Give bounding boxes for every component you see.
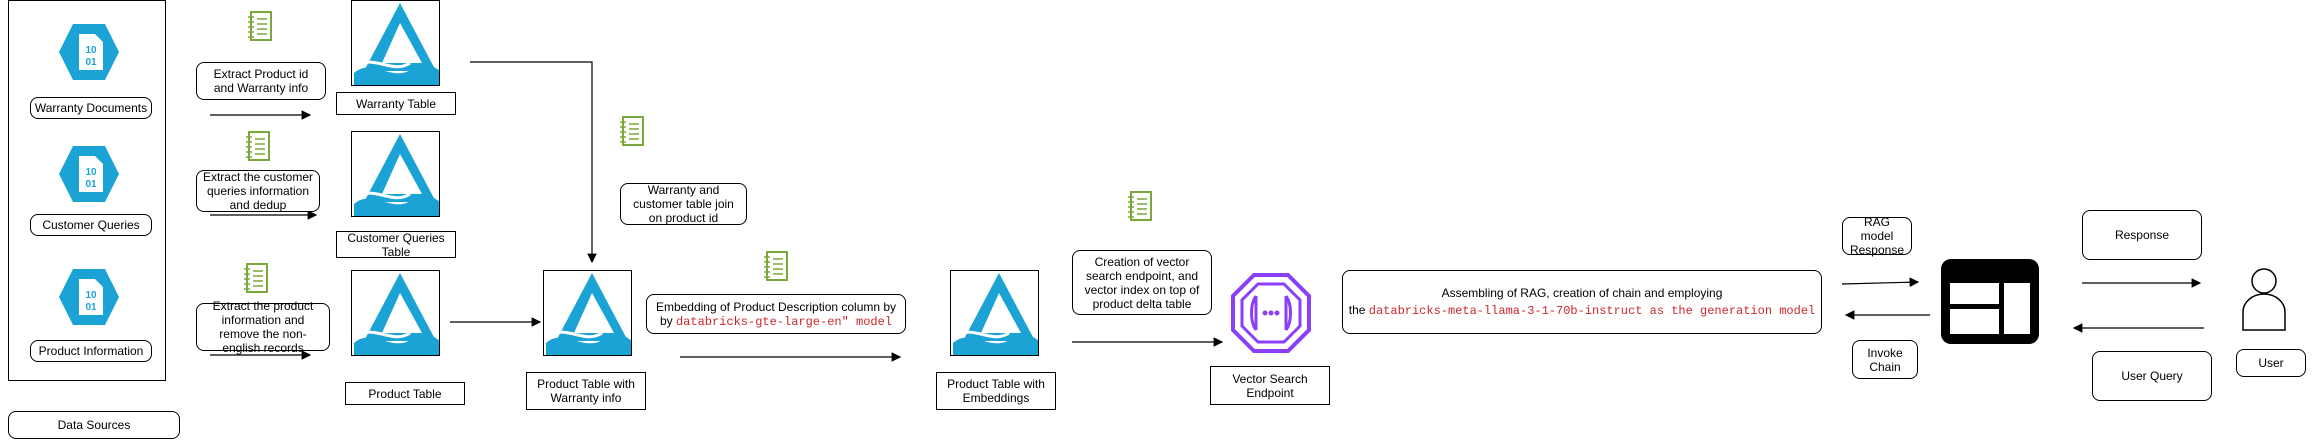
rag-text: Assembling of RAG, creation of chain and…	[1441, 286, 1723, 300]
step-rag-assembly: Assembling of RAG, creation of chain and…	[1342, 270, 1822, 334]
step-join: Warranty and customer table join on prod…	[620, 183, 747, 225]
svg-text:10: 10	[85, 290, 97, 301]
invoke-chain-label: Invoke Chain	[1852, 340, 1918, 379]
svg-text:01: 01	[85, 179, 97, 190]
source-customer-queries: Customer Queries	[30, 214, 152, 236]
customer-queries-table-label: Customer Queries Table	[336, 231, 456, 259]
vector-endpoint-icon	[1231, 273, 1311, 353]
data-file-icon: 10 01	[59, 269, 119, 325]
warranty-table-label: Warranty Table	[336, 92, 456, 115]
app-window-icon	[1941, 259, 2039, 344]
delta-table-icon	[543, 270, 632, 356]
rag-model-name: databricks-meta-llama-3-1-70b-instruct a…	[1368, 304, 1816, 318]
delta-table-icon	[351, 0, 440, 86]
user-query-label: User Query	[2092, 351, 2212, 401]
step-vector-index: Creation of vector search endpoint, and …	[1072, 250, 1212, 315]
step-extract-product: Extract the product information and remo…	[196, 299, 330, 355]
step-extract-warranty: Extract Product id and Warranty info	[196, 62, 326, 100]
user-label: User	[2236, 349, 2306, 377]
embedding-model-line: by databricks-gte-large-en" model	[659, 313, 893, 329]
delta-table-icon	[950, 270, 1039, 356]
delta-table-icon	[351, 131, 440, 217]
rag-model-line: the databricks-meta-llama-3-1-70b-instru…	[1349, 303, 1816, 318]
product-warranty-table-label: Product Table with Warranty info	[526, 372, 646, 410]
user-icon	[2242, 268, 2286, 331]
vector-endpoint-label: Vector Search Endpoint	[1210, 366, 1330, 405]
svg-text:10: 10	[85, 45, 97, 56]
source-product-information: Product Information	[30, 340, 152, 362]
svg-text:01: 01	[85, 302, 97, 313]
data-sources-label: Data Sources	[8, 411, 180, 439]
notebook-icon	[244, 263, 268, 293]
notebook-icon	[620, 116, 644, 146]
delta-table-icon	[351, 270, 440, 356]
svg-text:10: 10	[85, 167, 97, 178]
svg-text:01: 01	[85, 57, 97, 68]
arrow-warranty-to-join	[470, 61, 597, 264]
rag-model-prefix: the	[1348, 303, 1366, 317]
data-file-icon: 10 01	[59, 24, 119, 80]
rag-response-label: RAG model Response	[1842, 215, 1912, 257]
notebook-icon	[764, 251, 788, 281]
notebook-icon	[1128, 191, 1152, 221]
notebook-icon	[246, 131, 270, 161]
notebook-icon	[248, 11, 272, 41]
data-file-icon: 10 01	[59, 146, 119, 202]
step-extract-customer: Extract the customer queries information…	[196, 170, 320, 212]
product-table-label: Product Table	[345, 382, 465, 405]
step-embedding: Embedding of Product Description column …	[646, 294, 906, 334]
data-sources-group	[8, 0, 166, 381]
embedding-text: Embedding of Product Description column …	[655, 299, 897, 314]
product-embeddings-table-label: Product Table with Embeddings	[936, 372, 1056, 410]
response-label: Response	[2082, 210, 2202, 260]
embedding-model-name: databricks-gte-large-en" model	[675, 314, 893, 329]
source-warranty-documents: Warranty Documents	[30, 97, 152, 119]
arrow-rag-response	[1841, 277, 1920, 288]
